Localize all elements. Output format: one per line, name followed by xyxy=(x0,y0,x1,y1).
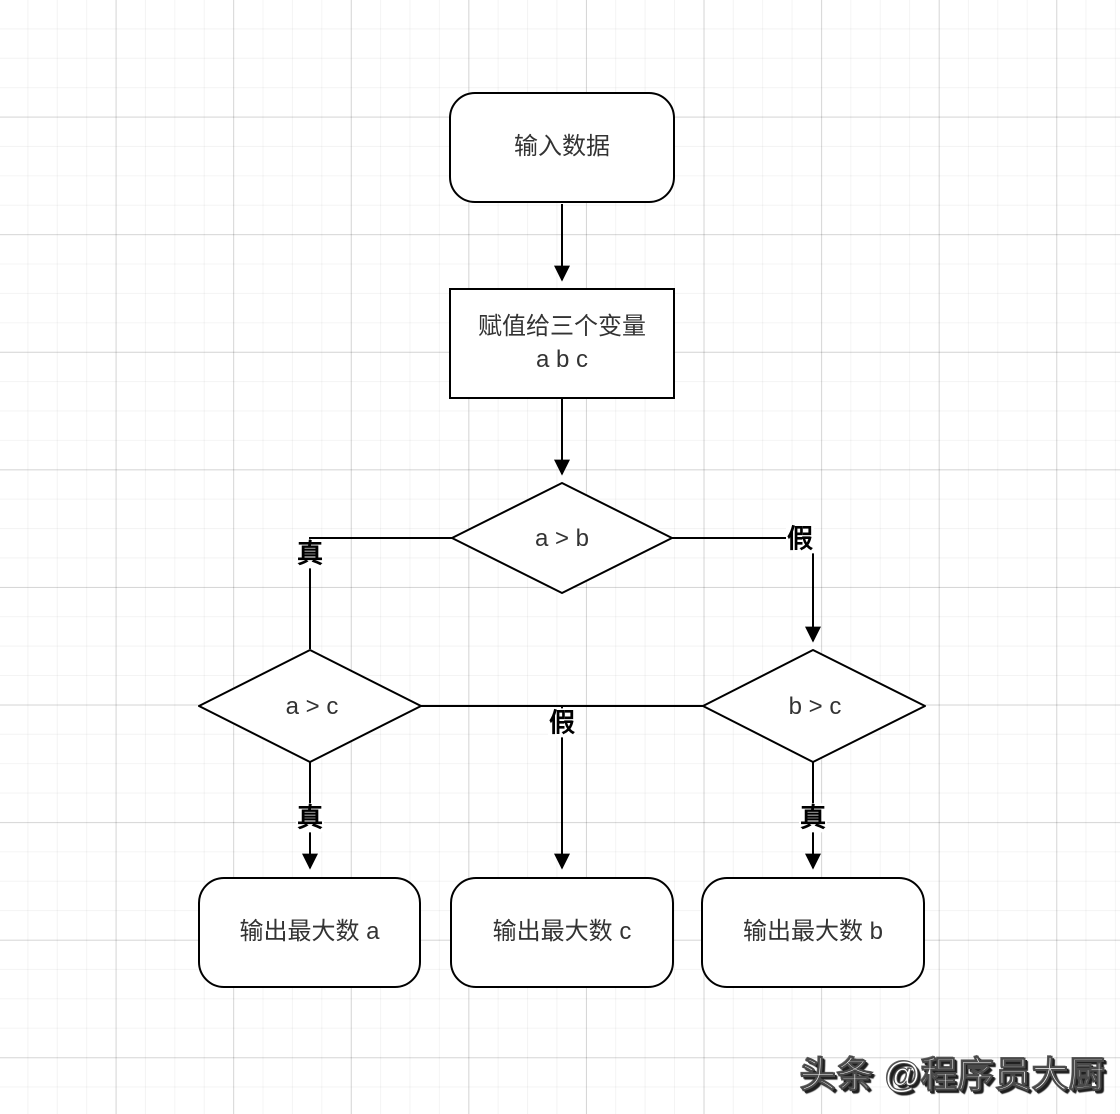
node-output-c-label: 输出最大数 c xyxy=(492,918,632,946)
edge-label-ac-false: 假 xyxy=(547,707,577,738)
node-output-a-label: 输出最大数 a xyxy=(239,918,380,946)
node-assign-line2: a b c xyxy=(535,345,589,373)
node-start-label: 输入数据 xyxy=(514,133,610,161)
decision-a-gt-c-label: a > c xyxy=(285,693,339,720)
node-assign: 赋值给三个变量 a b c xyxy=(449,288,675,399)
node-output-c: 输出最大数 c xyxy=(450,877,674,988)
edge-label-ab-true: 真 xyxy=(295,538,325,569)
node-start: 输入数据 xyxy=(449,92,675,203)
edge-label-ab-false: 假 xyxy=(785,523,815,554)
decision-b-gt-c xyxy=(702,649,926,763)
decision-a-gt-b xyxy=(451,482,673,594)
node-output-a: 输出最大数 a xyxy=(198,877,421,988)
edge-label-ac-true: 真 xyxy=(295,802,325,833)
decision-a-gt-c xyxy=(198,649,422,763)
node-output-b: 输出最大数 b xyxy=(701,877,925,988)
node-output-b-label: 输出最大数 b xyxy=(742,918,883,946)
watermark-credit: 头条 @程序员大厨 xyxy=(799,1054,1106,1096)
edge-label-bc-true: 真 xyxy=(798,802,828,833)
decision-a-gt-b-label: a > b xyxy=(534,525,590,552)
edge-ab-true-to-cond-ac xyxy=(309,537,452,649)
node-assign-line1: 赋值给三个变量 xyxy=(478,313,646,341)
decision-b-gt-c-label: b > c xyxy=(788,693,842,720)
